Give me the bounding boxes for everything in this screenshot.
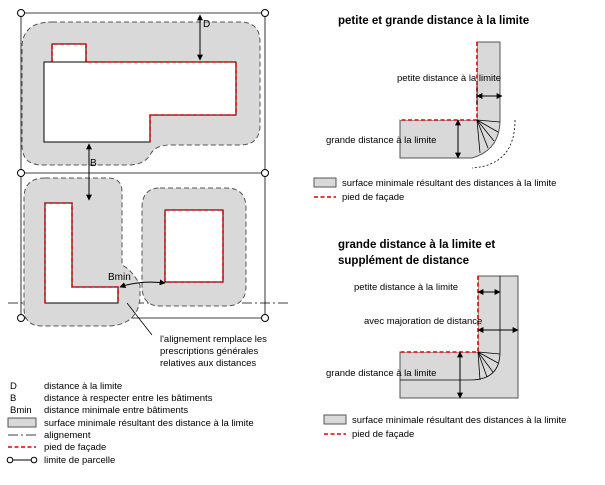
parcel-corner-marker bbox=[17, 169, 25, 177]
legend-text-B: distance à respecter entre les bâtiments bbox=[44, 393, 213, 404]
note-alignment-line-3: relatives aux distances bbox=[160, 358, 256, 369]
legend-text-D: distance à la limite bbox=[44, 381, 122, 392]
parcel-corner-marker bbox=[17, 9, 25, 17]
parcel-corner-marker bbox=[261, 169, 269, 177]
detail1-label-small: petite distance à la limite bbox=[397, 73, 501, 84]
parcel-limits bbox=[17, 9, 269, 322]
detail2-legend-surface: surface minimale résultant des distances… bbox=[352, 415, 566, 426]
detail1-title: petite et grande distance à la limite bbox=[338, 15, 529, 27]
parcel-corner-marker bbox=[17, 314, 25, 322]
detail2-title-line2: supplément de distance bbox=[338, 255, 469, 267]
note-alignment-line-2: prescriptions générales bbox=[160, 346, 258, 357]
legend-text-alignment: alignement bbox=[44, 430, 91, 441]
legend-text-parcel: limite de parcelle bbox=[44, 455, 115, 466]
legend-parcel-symbol bbox=[6, 456, 14, 464]
parcel-corner-marker bbox=[261, 314, 269, 322]
detail1-legend-surface: surface minimale résultant des distances… bbox=[342, 178, 556, 189]
note-alignment-line-1: l'alignement remplace les bbox=[160, 334, 267, 345]
legend-symbol-B: B bbox=[10, 393, 16, 404]
site-plan: D B Bmin l'alignement remplace les presc… bbox=[8, 9, 290, 369]
detail-small-large-distance: petite et grande distance à la limite pe… bbox=[313, 15, 556, 203]
detail1-legend-box bbox=[313, 177, 337, 188]
building-bottom-right bbox=[164, 209, 224, 283]
legend: D distance à la limite B distance à resp… bbox=[6, 381, 254, 466]
detail2-legend-facade: pied de façade bbox=[352, 429, 414, 440]
detail2-label-small: petite distance à la limite bbox=[354, 282, 458, 293]
detail2-title-line1: grande distance à la limite et bbox=[338, 239, 495, 251]
legend-text-Bmin: distance minimale entre bâtiments bbox=[44, 405, 188, 416]
legend-text-surface: surface minimale résultant des distance … bbox=[44, 418, 254, 429]
detail2-label-increase: avec majoration de distance bbox=[364, 316, 482, 327]
detail2-legend-box bbox=[323, 414, 347, 425]
legend-symbol-Bmin: Bmin bbox=[10, 405, 32, 416]
label-Bmin: Bmin bbox=[108, 272, 131, 283]
minimum-surface-bottom-left bbox=[23, 177, 141, 327]
parcel-corner-marker bbox=[261, 9, 269, 17]
detail1-surface bbox=[399, 41, 501, 159]
label-B: B bbox=[90, 158, 97, 169]
label-D: D bbox=[203, 19, 210, 30]
detail1-legend-facade: pied de façade bbox=[342, 192, 404, 203]
legend-gray-box bbox=[7, 417, 37, 428]
legend-text-facade: pied de façade bbox=[44, 442, 106, 453]
detail1-label-large: grande distance à la limite bbox=[326, 135, 436, 146]
legend-symbol-D: D bbox=[10, 381, 17, 392]
detail-distance-increase: grande distance à la limite et supplémen… bbox=[323, 239, 566, 440]
detail2-label-large: grande distance à la limite bbox=[326, 368, 436, 379]
